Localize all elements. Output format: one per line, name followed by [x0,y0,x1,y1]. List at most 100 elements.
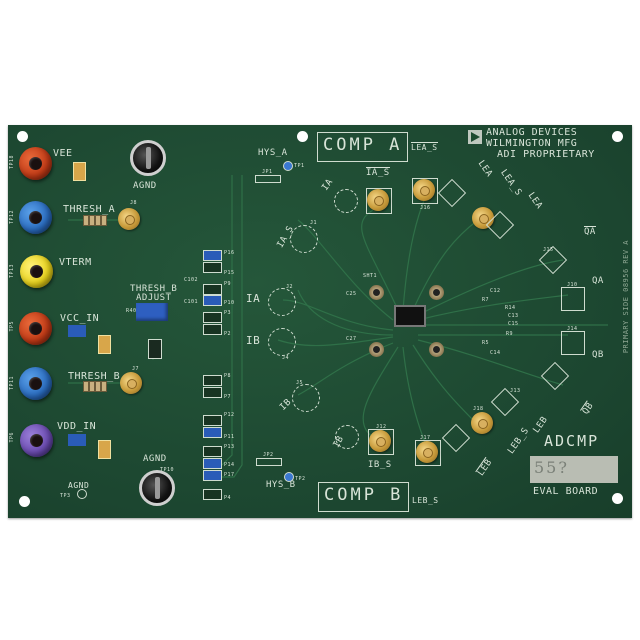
blue-component [68,325,86,337]
mounting-standoff [369,342,384,357]
sma-connector-lea[interactable] [472,207,494,229]
label-vdd-in: VDD_IN [57,421,97,432]
jumper-p17[interactable] [203,470,222,481]
ref-c15: C15 [508,321,519,327]
ref-j10: J10 [567,282,578,288]
sma-connector-ia-s[interactable] [367,189,389,211]
jumper-p8[interactable] [203,375,222,386]
resistor [95,381,101,392]
connector-j1[interactable] [290,225,318,253]
mounting-standoff [429,285,444,300]
jumper-p2[interactable] [203,324,222,335]
jumper-p11[interactable] [203,427,222,438]
connector-ib-bar[interactable] [335,425,359,449]
label-hys-b: HYS_B [266,480,296,490]
handwritten-part-number: 55? [534,458,569,477]
connector-j4[interactable] [268,328,296,356]
agnd-binding-post-bottom[interactable] [139,470,175,506]
ref-j13: J13 [510,388,521,394]
ref-p15: P15 [224,270,235,276]
ref-j1: J1 [310,220,318,226]
ref-p11: P11 [224,434,235,440]
label-ia: IA [246,292,261,305]
label-ib-s: IB_S [368,460,392,470]
ref-c27: C27 [346,336,357,342]
connector-ia-bar[interactable] [334,189,358,213]
ref-j4: J4 [282,355,290,361]
jumper-p15[interactable] [203,262,222,273]
sma-connector-j7[interactable] [120,372,142,394]
label-ia-s: IA_S [366,167,390,178]
banana-jack-vdd-in[interactable] [20,424,53,457]
resistor [89,381,95,392]
jumper-p9[interactable] [203,284,222,295]
ref-j7: J7 [132,366,140,372]
mounting-standoff [369,285,384,300]
ref-c13: C13 [508,313,519,319]
ref-j5: J5 [296,380,304,386]
sma-connector-j16[interactable] [413,179,435,201]
test-point-tp1[interactable] [283,161,293,171]
label-vcc-in: VCC_IN [60,313,100,324]
ref-p10: P10 [224,300,235,306]
label-agnd-top: AGND [133,181,157,191]
ref-j15: J15 [543,247,554,253]
label-vee: VEE [53,148,73,159]
jumper-jp1[interactable] [255,175,281,183]
label-thresh-a: THRESH_A [63,204,116,215]
mounting-hole [612,493,623,504]
jumper-p7[interactable] [203,387,222,398]
test-point-agnd[interactable] [77,489,87,499]
connector-j10[interactable] [561,287,585,311]
agnd-binding-post-top[interactable] [130,140,166,176]
ref-r14: R14 [505,305,516,311]
label-lea-s-top: LEA_S [411,142,438,152]
ref-c14: C14 [490,350,501,356]
jumper-p14[interactable] [203,458,222,469]
ref-p8: P8 [224,373,232,379]
label-eval-board: EVAL BOARD [533,486,599,497]
sma-connector-j8[interactable] [118,208,140,230]
jumper-p3[interactable] [203,312,222,323]
jumper-p12[interactable] [203,415,222,426]
banana-jack-vterm[interactable] [20,255,53,288]
label-vterm: VTERM [59,257,92,268]
blue-component [68,434,86,446]
test-point-tp2[interactable] [284,472,294,482]
jumper-p10[interactable] [203,295,222,306]
jumper-jp2[interactable] [256,458,282,466]
ref-p2: P2 [224,331,232,337]
jumper-p4[interactable] [203,489,222,500]
ref-r5: R5 [482,340,490,346]
sma-connector-j17[interactable] [416,441,438,463]
banana-jack-vcc-in[interactable] [19,312,52,345]
banana-jack-vee[interactable] [19,147,52,180]
thresh-b-potentiometer[interactable] [136,303,168,321]
comp-b-box [318,482,409,512]
mounting-hole [297,131,308,142]
banana-jack-thresh-a[interactable] [19,201,52,234]
jumper-p16[interactable] [203,250,222,261]
connector-j2[interactable] [268,288,296,316]
resistor [83,215,89,226]
sma-connector-ib-s[interactable] [369,430,391,452]
sma-connector-j18[interactable] [471,412,493,434]
connector-j5[interactable] [292,384,320,412]
label-qa-bar: QA [584,226,596,237]
jumper-p13[interactable] [203,446,222,457]
ref-c12: C12 [490,288,501,294]
company-line-1: ANALOG DEVICES [486,127,578,138]
ref-p16: P16 [224,250,235,256]
pcb-board [8,125,632,518]
connector-j14[interactable] [561,331,585,355]
banana-jack-thresh-b[interactable] [19,367,52,400]
ref-j2: J2 [286,284,294,290]
ref-p4: P4 [224,495,232,501]
ref-p17: P17 [224,472,235,478]
resistor [101,215,107,226]
resistor [101,381,107,392]
ref-j12: J12 [376,424,387,430]
ref-r40: R40 [126,308,137,314]
label-ib: IB [246,334,261,347]
label-adcmp: ADCMP [544,432,600,450]
